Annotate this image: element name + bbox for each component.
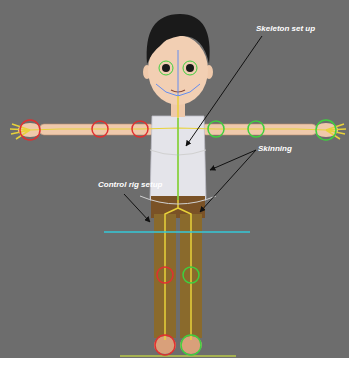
leader-line (210, 150, 256, 170)
knee-control (157, 267, 173, 283)
knee-control (183, 267, 199, 283)
shoulder-control (132, 121, 148, 137)
face-joints (156, 50, 200, 96)
wrist-control (316, 120, 336, 140)
eye-control (183, 61, 197, 75)
foot-control (181, 335, 201, 355)
elbow-control (248, 121, 264, 137)
annotation-label: Skinning (258, 144, 328, 154)
spine-control (178, 118, 179, 200)
left-eye (162, 64, 170, 72)
elbow-control (92, 121, 108, 137)
spine-joints (177, 96, 179, 208)
shoulder-control (208, 121, 224, 137)
leader-line (186, 36, 262, 146)
root-control (104, 231, 250, 233)
leg-joints (165, 208, 191, 340)
leader-line (124, 194, 150, 222)
annotation-label: Control rig setup (98, 180, 188, 190)
wrist-control (20, 120, 40, 140)
foot-control (155, 335, 175, 355)
eye-control (159, 61, 173, 75)
right-eye (186, 64, 194, 72)
annotation-label: Skeleton set up (256, 24, 336, 34)
leader-line (200, 150, 256, 212)
ground-line (120, 355, 236, 357)
viewport-background (0, 0, 349, 358)
